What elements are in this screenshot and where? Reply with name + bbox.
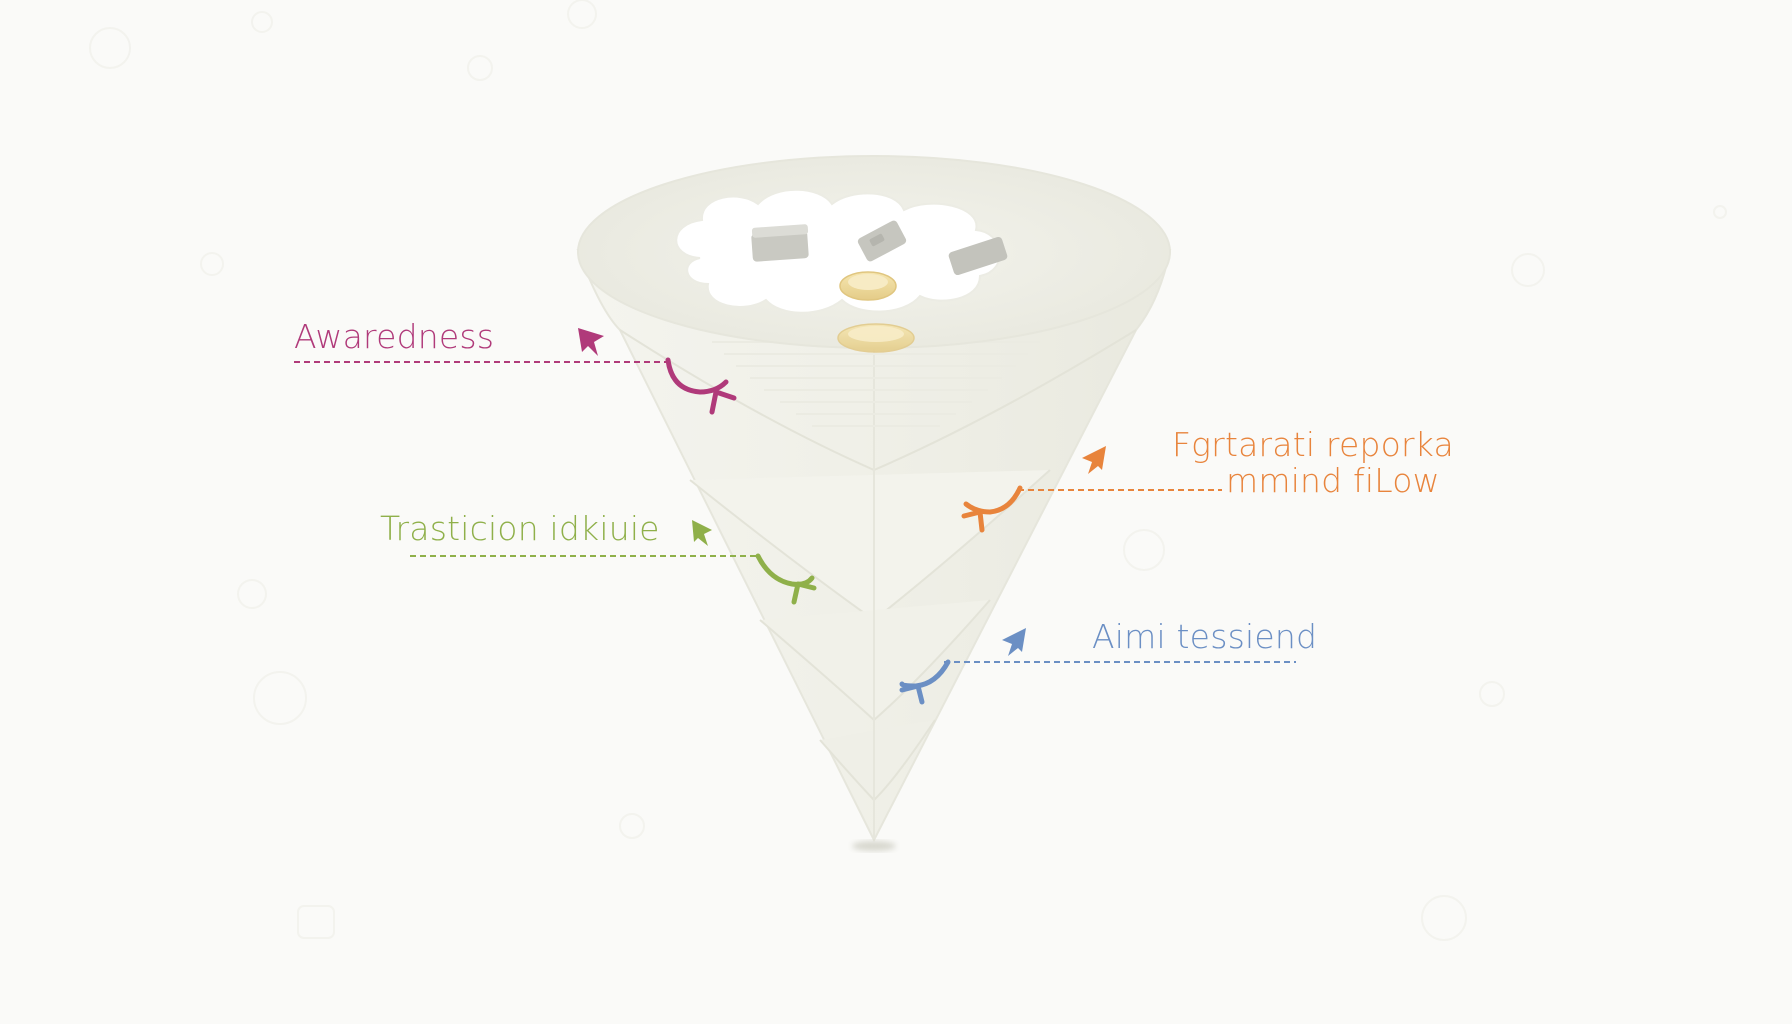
decor-icon — [1421, 895, 1467, 941]
connector-icon — [961, 509, 985, 533]
stone-card-icon — [948, 236, 1008, 276]
background-decorations — [89, 0, 1727, 941]
gold-coin-icon — [839, 271, 897, 301]
stage-label-fgrtarati-line1: Fgrtarati reporka — [1172, 425, 1454, 464]
decor-icon — [467, 55, 493, 81]
gold-coin-icon — [837, 323, 915, 353]
pointer-icon — [1002, 628, 1026, 656]
stage-label-fgrtarati-line2: mmind fiLow — [1226, 461, 1440, 500]
pointer-icon — [1082, 446, 1106, 474]
funnel-tip-shadow — [852, 841, 896, 851]
pointer-icon — [692, 520, 712, 546]
decor-icon — [619, 813, 645, 839]
decor-icon — [253, 671, 307, 725]
decor-icon — [1713, 205, 1727, 219]
connector-icon — [791, 581, 817, 605]
stage-label-awareness: Awaredness — [294, 317, 494, 356]
stage-transition: Trasticion idkiuie — [380, 509, 817, 605]
decor-icon — [237, 579, 267, 609]
stone-card-icon — [857, 220, 907, 262]
stage-fgrtarati: Fgrtarati reporka mmind fiLow — [961, 425, 1465, 533]
decor-icon — [1479, 681, 1505, 707]
decor-icon — [1511, 253, 1545, 287]
decor-icon — [251, 11, 273, 33]
stage-aimi: Aimi tessiend — [899, 617, 1317, 705]
decor-icon — [200, 252, 224, 276]
decor-icon — [1123, 529, 1165, 571]
connector-icon — [899, 683, 925, 705]
decor-icon — [297, 905, 335, 939]
connector-icon — [709, 389, 737, 415]
connector-icon — [755, 553, 815, 587]
stage-awareness: Awaredness — [294, 317, 737, 415]
stage-label-transition: Trasticion idkiuie — [380, 509, 660, 548]
stage-label-aimi: Aimi tessiend — [1092, 617, 1317, 656]
pointer-icon — [578, 328, 604, 356]
connector-icon — [963, 485, 1023, 515]
stone-card-icon — [751, 224, 809, 262]
decor-icon — [89, 27, 131, 69]
cloud-container — [675, 188, 1008, 353]
decor-icon — [567, 0, 597, 29]
connector-icon — [665, 357, 729, 395]
stage-label-fgrtarati: Fgrtarati reporka mmind fiLow — [1172, 425, 1465, 500]
